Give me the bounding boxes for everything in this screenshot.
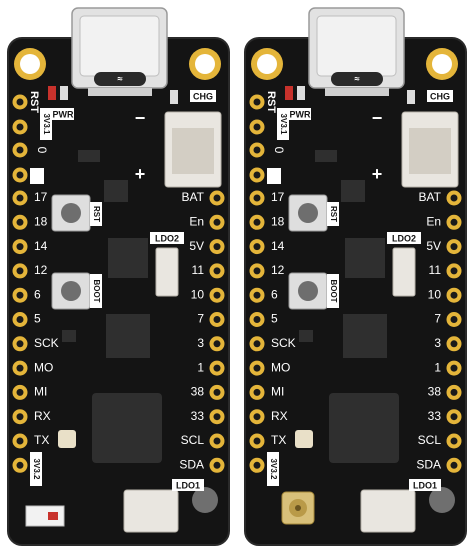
left-label-rst: RST (28, 91, 40, 113)
right-left-pin-label-6: 6 (271, 287, 278, 301)
left-right-pin-label-10: 10 (191, 287, 205, 301)
left-left-pin-label-6: 6 (34, 287, 41, 301)
left-right-pin-label-33: 33 (191, 409, 205, 423)
right-label-rst: RST (265, 91, 277, 113)
right-label-0: 0 (272, 147, 286, 154)
left-mcu-chip (92, 393, 162, 463)
left-left-pin-label-18: 18 (34, 214, 48, 228)
right-main-chip (343, 314, 387, 358)
left-right-pin-label-7: 7 (197, 312, 204, 326)
left-right-pin-label-11: 11 (192, 263, 205, 277)
right-left-pin-label-14: 14 (271, 239, 285, 253)
right-left-pin-label-mo: MO (271, 360, 290, 374)
left-right-pin-label-sda: SDA (179, 457, 204, 471)
right-label-ldo1: LDO1 (413, 480, 437, 490)
left-right-pin-label-1: 1 (197, 360, 204, 374)
left-left-pin-label-sck: SCK (34, 336, 59, 350)
left-label-ldo2: LDO2 (155, 233, 179, 243)
right-right-pin-label-3: 3 (434, 336, 441, 350)
left-label-0: 0 (35, 147, 49, 154)
left-left-pin-label-tx: TX (34, 433, 49, 447)
left-label-plus: + (135, 164, 146, 184)
svg-text:≈: ≈ (117, 75, 123, 85)
left-right-pin-label-38: 38 (191, 385, 205, 399)
right-right-pin-label-en: En (426, 214, 441, 228)
right-right-pin-label-1: 1 (434, 360, 441, 374)
left-right-pin-label-bat: BAT (182, 190, 205, 204)
left-label-3v3-2: 3V3.2 (32, 459, 41, 480)
left-board: ≈ RST PWR CHG 3V3.1 0 − + RST (7, 7, 230, 546)
right-ldo2-chip (345, 238, 385, 278)
right-label-plus: + (372, 164, 383, 184)
right-right-pin-label-11: 11 (429, 263, 442, 277)
left-main-chip (106, 314, 150, 358)
right-label-boot-button: BOOT (329, 279, 338, 302)
left-label-rst-button: RST (92, 206, 101, 222)
right-left-pin-label-tx: TX (271, 433, 286, 447)
right-right-pin-label-7: 7 (434, 312, 441, 326)
left-label-chg: CHG (193, 91, 213, 101)
left-right-pin-label-scl: SCL (181, 433, 205, 447)
left-right-pin-label-en: En (189, 214, 204, 228)
right-left-pin-label-sck: SCK (271, 336, 296, 350)
right-label-minus: − (372, 108, 383, 128)
right-ldo1-connector (360, 489, 416, 533)
right-right-pin-label-38: 38 (428, 385, 442, 399)
left-right-pin-label-5v: 5V (189, 239, 204, 253)
left-label-ldo1: LDO1 (176, 480, 200, 490)
right-board: ≈ RST PWR CHG 3V3.1 0 − + RST BOOT (244, 7, 467, 546)
right-label-rst-button: RST (329, 206, 338, 222)
right-right-pin-label-bat: BAT (419, 190, 442, 204)
left-bottom-switch (25, 505, 65, 527)
right-left-pin-label-18: 18 (271, 214, 285, 228)
left-ldo2-chip (108, 238, 148, 278)
left-ldo1-connector (123, 489, 179, 533)
right-right-pin-label-5v: 5V (426, 239, 441, 253)
right-left-pin-label-12: 12 (271, 263, 285, 277)
right-right-pin-label-10: 10 (428, 287, 442, 301)
left-label-minus: − (135, 108, 146, 128)
right-label-3v3-1: 3V3.1 (279, 114, 288, 135)
right-left-pin-label-mi: MI (271, 385, 284, 399)
right-label-ldo2: LDO2 (392, 233, 416, 243)
left-left-pin-label-12: 12 (34, 263, 48, 277)
left-right-pin-label-3: 3 (197, 336, 204, 350)
right-left-pin-label-rx: RX (271, 409, 288, 423)
right-right-pin-label-scl: SCL (418, 433, 442, 447)
left-left-pin-label-rx: RX (34, 409, 51, 423)
left-left-pin-label-14: 14 (34, 239, 48, 253)
right-right-pin-label-33: 33 (428, 409, 442, 423)
left-left-pin-label-5: 5 (34, 312, 41, 326)
left-label-pwr: PWR (53, 109, 74, 119)
right-right-pin-label-sda: SDA (416, 457, 441, 471)
right-mount-hole-br (429, 487, 455, 513)
left-left-pin-label-mi: MI (34, 385, 47, 399)
right-mcu-chip (329, 393, 399, 463)
right-left-pin-label-5: 5 (271, 312, 278, 326)
right-label-chg: CHG (430, 91, 450, 101)
left-label-boot-button: BOOT (92, 279, 101, 302)
left-mount-hole-br (192, 487, 218, 513)
left-left-pin-label-17: 17 (34, 190, 48, 204)
right-label-pwr: PWR (290, 109, 311, 119)
left-label-3v3-1: 3V3.1 (42, 114, 51, 135)
right-left-pin-label-17: 17 (271, 190, 285, 204)
right-label-3v3-2: 3V3.2 (269, 459, 278, 480)
left-left-pin-label-mo: MO (34, 360, 53, 374)
svg-text:≈: ≈ (354, 75, 360, 85)
